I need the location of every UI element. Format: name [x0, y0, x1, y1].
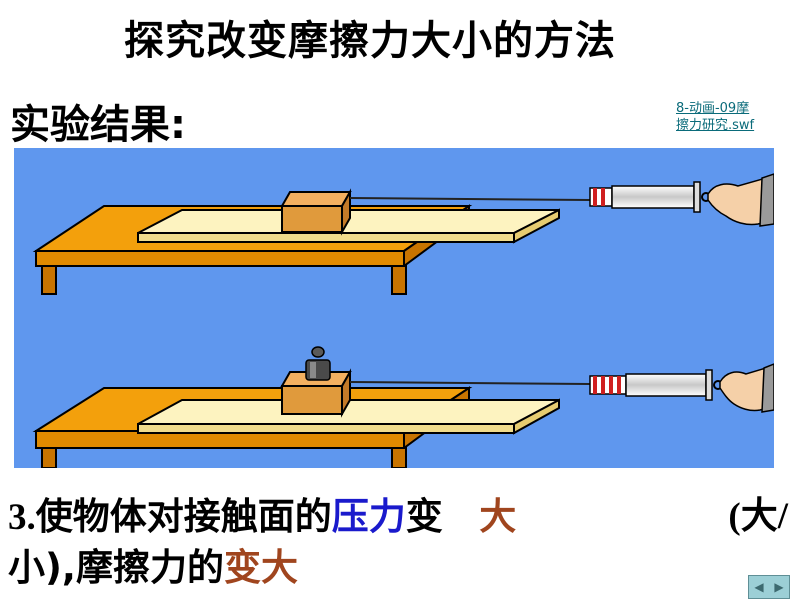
- slide-navigation: ◀ ▶: [748, 575, 790, 599]
- pressure-highlight: 压力: [331, 495, 406, 538]
- animation-link-line-2[interactable]: 擦力研究.swf: [676, 118, 755, 133]
- weight-icon: [305, 346, 331, 381]
- table-leg-icon: [41, 265, 57, 295]
- animation-link-line-1[interactable]: 8-动画-09摩: [676, 101, 750, 116]
- conclusion-text: 3.使物体对接触面的压力变大 (大/ 小),摩擦力的变大: [8, 492, 788, 593]
- hand-icon: [719, 367, 774, 412]
- experiment-drawing: [32, 173, 774, 468]
- result-label: 实验结果:: [10, 102, 186, 148]
- friction-experiment-illustration: [14, 148, 774, 468]
- conclusion-line-1: 3.使物体对接触面的压力变大 (大/: [8, 492, 788, 543]
- table-leg-icon: [41, 447, 57, 468]
- prev-slide-icon[interactable]: ◀: [754, 580, 764, 594]
- table-edge-icon: [35, 250, 405, 267]
- answer-blank: 大: [479, 495, 517, 538]
- animation-link[interactable]: 8-动画-09摩 擦力研究.swf: [676, 100, 776, 134]
- experiment-upper: [32, 173, 774, 295]
- conclusion-part-3: 小),摩擦力的: [8, 546, 224, 589]
- conclusion-part-1: 使物体对接触面的: [35, 495, 332, 538]
- spring-scale-icon: [589, 369, 723, 401]
- conclusion-part-2: 变: [405, 495, 443, 538]
- item-number: 3.: [8, 497, 36, 538]
- page-title: 探究改变摩擦力大小的方法: [124, 18, 616, 64]
- pull-string-icon: [349, 381, 591, 385]
- friction-change-highlight: 变大: [223, 546, 298, 589]
- spring-scale-icon: [589, 181, 711, 213]
- conclusion-line-2: 小),摩擦力的变大: [8, 543, 788, 593]
- pull-string-icon: [349, 197, 591, 201]
- experiment-lower: [32, 346, 774, 468]
- next-slide-icon[interactable]: ▶: [774, 580, 784, 594]
- hand-icon: [707, 177, 774, 226]
- wooden-block-icon: [280, 191, 352, 207]
- choice-hint: (大/: [728, 496, 788, 537]
